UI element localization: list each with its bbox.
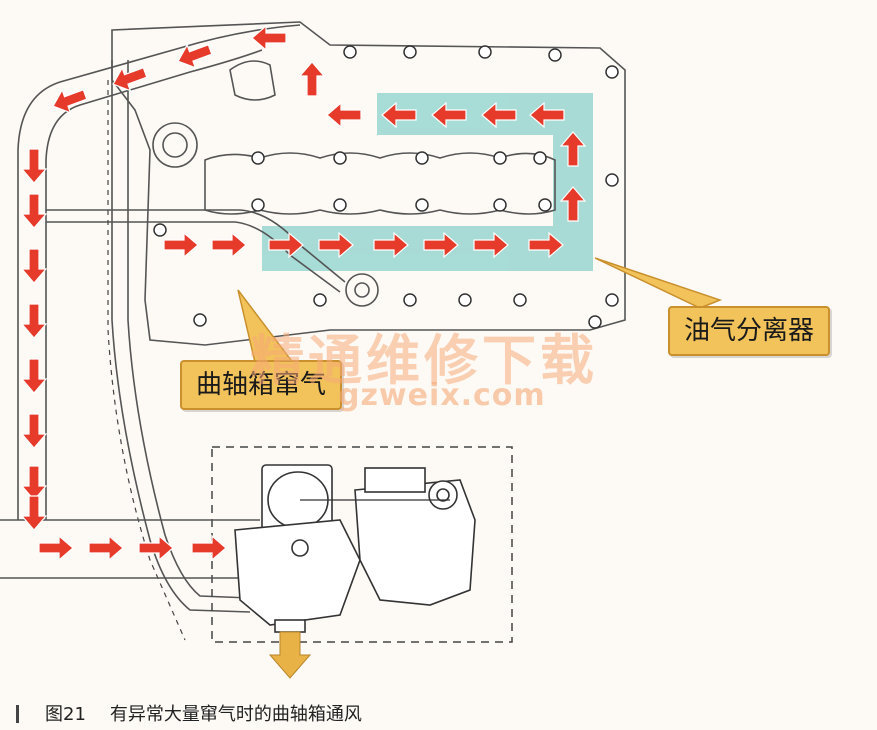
flow-arrow [20, 193, 48, 229]
flow-arrow [251, 24, 287, 52]
flow-arrow [559, 186, 587, 222]
flow-arrow [112, 66, 148, 92]
flow-arrow [20, 148, 48, 184]
flow-arrow [163, 231, 199, 259]
flow-arrow [88, 534, 124, 562]
caption-marker [16, 705, 19, 723]
figure-number: 图21 [45, 704, 86, 725]
flow-arrow [529, 101, 565, 129]
flow-arrows [20, 24, 587, 562]
caption-text: 有异常大量窜气时的曲轴箱通风 [109, 704, 362, 725]
flow-arrow [298, 61, 326, 97]
flow-arrow [423, 231, 459, 259]
flow-arrow [373, 231, 409, 259]
watermark-title: 精通维修下载 [250, 329, 598, 392]
flow-arrow [138, 534, 174, 562]
flow-arrow [318, 231, 354, 259]
flow-arrow [191, 534, 227, 562]
flow-arrow [326, 101, 362, 129]
watermark-url: gzweix.com [338, 378, 546, 413]
flow-arrow [20, 413, 48, 449]
flow-arrow [52, 88, 88, 114]
outlet-arrow [268, 631, 312, 679]
flow-arrow [177, 43, 213, 69]
flow-arrow [20, 465, 48, 501]
valve-cover [111, 21, 626, 346]
figure-caption: 图21 有异常大量窜气时的曲轴箱通风 [16, 700, 362, 726]
flow-arrow [20, 495, 48, 531]
flow-arrow [20, 303, 48, 339]
flow-arrow [528, 231, 564, 259]
flow-arrow [381, 101, 417, 129]
flow-arrow [481, 101, 517, 129]
flow-arrow [431, 101, 467, 129]
oil-separator-label: 油气分离器 [668, 306, 831, 356]
oil-separator-pointer [594, 257, 723, 309]
crankcase-gas-label: 曲轴箱窜气 [180, 360, 343, 410]
turbo-box [211, 446, 513, 643]
flow-arrow [38, 534, 74, 562]
flow-arrow [211, 231, 247, 259]
flow-arrow [268, 231, 304, 259]
cover-bolts [153, 45, 619, 329]
turbocharger [234, 464, 476, 633]
flow-arrow [20, 248, 48, 284]
flow-arrow [559, 131, 587, 167]
flow-arrow [20, 358, 48, 394]
flow-arrow [473, 231, 509, 259]
